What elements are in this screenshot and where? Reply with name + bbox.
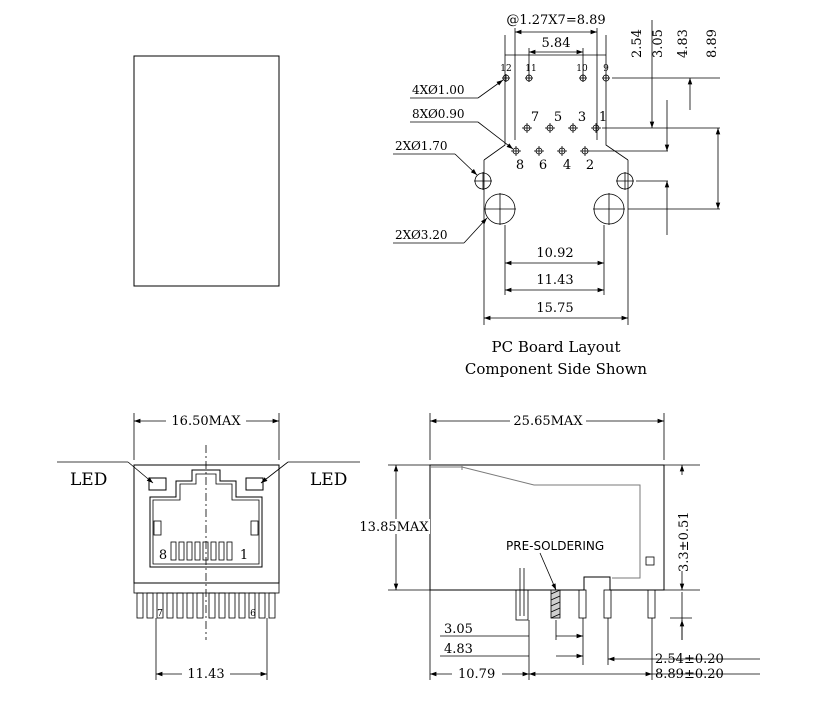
led-pin-label: 9: [603, 64, 609, 74]
front-pin-1: 1: [240, 548, 248, 563]
front-bottom-dim: 11.43: [187, 667, 224, 682]
pcb-dim-1575: 15.75: [536, 301, 573, 316]
pcb-body-sides: [483, 160, 629, 325]
front-leads: [133, 582, 280, 619]
front-pin-8: 8: [159, 548, 167, 563]
pcb-caption-line2: Component Side Shown: [465, 360, 647, 378]
led-pin-label: 12: [500, 64, 511, 74]
pin-label-top: 1: [599, 110, 607, 125]
led-pin-label: 11: [525, 64, 536, 74]
callout-hole4: 4XØ1.00: [412, 83, 465, 97]
side-dim-889: 8.89±0.20: [655, 667, 724, 682]
pcb-body-taper: [483, 35, 629, 161]
latch-notch-left: [153, 520, 162, 536]
callout-hole8: 8XØ0.90: [412, 107, 465, 121]
pin-label-top: 3: [578, 110, 586, 125]
side-square-mark: [645, 556, 655, 566]
contact-fingers: [170, 541, 233, 561]
latch-notch-right: [250, 520, 259, 536]
pcb-dim-584: 5.84: [542, 36, 571, 51]
front-body: [133, 464, 280, 584]
pin-label-bottom: 4: [563, 158, 571, 173]
side-pins: [515, 568, 656, 621]
pcb-hole-callouts: 4XØ1.00 8XØ0.90 2XØ1.70 2XØ3.20: [393, 79, 514, 244]
callout-hole2a: 2XØ1.70: [395, 139, 448, 153]
pcb-layout: @1.27X7=8.89 5.84 12 11 10 9: [393, 13, 721, 378]
led-window-right: [245, 477, 264, 491]
pin-label-bottom: 8: [516, 158, 524, 173]
pcb-dim-1092: 10.92: [536, 246, 573, 261]
pcb-dim-305: 3.05: [651, 29, 666, 58]
led-label-left: LED: [70, 470, 107, 490]
front-lead-6: 6: [250, 609, 256, 619]
pcb-dim-1143: 11.43: [536, 273, 573, 288]
shield-outline: [430, 466, 641, 579]
pre-soldering-label: PRE-SOLDERING: [506, 539, 604, 553]
pcb-horizontal-dims: 10.92 11.43 15.75: [484, 225, 628, 321]
led-window-left: [148, 477, 167, 491]
jack-opening: [149, 469, 263, 568]
pin-label-top: 5: [554, 110, 562, 125]
pcb-pitch-label: @1.27X7=8.89: [506, 13, 605, 28]
pin-label-top: 7: [531, 110, 539, 125]
led-pin-label: 10: [576, 64, 588, 74]
front-lead-7: 7: [157, 609, 163, 619]
front-view: 16.50MAX 8 1 LED LED: [57, 413, 360, 682]
side-dim-1079: 10.79: [458, 667, 495, 682]
side-height-dim: 13.85MAX: [359, 520, 429, 535]
pcb-caption-line1: PC Board Layout: [492, 338, 621, 356]
side-view: 25.65MAX 13.85MAX 3.3±0.51 PRE-SOLDERING: [358, 413, 760, 682]
shield-holes: [474, 172, 634, 225]
front-width-dim: 16.50MAX: [171, 414, 241, 429]
callout-hole2b: 2XØ3.20: [395, 228, 448, 242]
pcb-dim-889: 8.89: [705, 29, 720, 58]
signal-pin-holes: 7 5 3 1 8 6 4 2: [511, 110, 607, 173]
side-right-dim: 3.3±0.51: [677, 511, 692, 572]
led-label-right: LED: [310, 470, 347, 490]
side-bottom-extension-lines: [429, 590, 692, 680]
pcb-vertical-dims: 2.54 3.05 4.83 8.89: [590, 20, 721, 235]
pin-label-bottom: 6: [539, 158, 547, 173]
jack-opening-inner: [152, 473, 260, 565]
top-view-outline: [133, 55, 280, 287]
side-dim-254: 2.54±0.20: [655, 652, 724, 667]
side-dim-305: 3.05: [444, 622, 473, 637]
led-pin-holes: 12 11 10 9: [500, 64, 610, 82]
pcb-dim-254: 2.54: [630, 29, 645, 58]
pin-label-bottom: 2: [586, 158, 594, 173]
side-dim-483: 4.83: [444, 642, 473, 657]
side-body: [429, 464, 665, 591]
pcb-dim-483: 4.83: [676, 29, 691, 58]
side-length-dim: 25.65MAX: [513, 414, 583, 429]
